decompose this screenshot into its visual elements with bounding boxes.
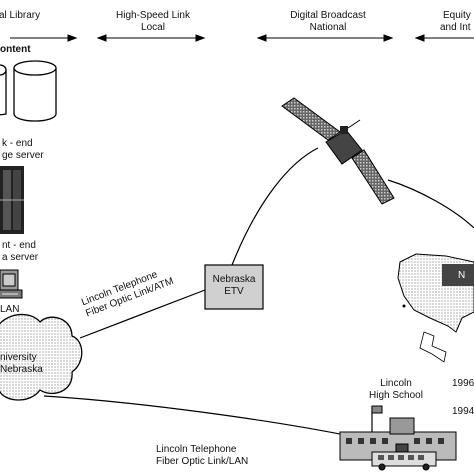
etv-label: Nebraska ETV <box>205 274 263 298</box>
header-national-label: Digital Broadcast National <box>268 10 388 34</box>
satellite-icon <box>281 97 395 205</box>
header-local-line2: Local <box>141 22 165 33</box>
header-equity-label: Equity and Int <box>440 10 471 34</box>
storage-disk-icon <box>13 60 57 122</box>
school-bus-icon <box>371 451 437 471</box>
header-local-label: High-Speed Link Local <box>100 10 206 34</box>
header-arrow-local <box>96 34 206 42</box>
link-satellite-map <box>387 179 474 229</box>
university-line1: niversity <box>0 352 37 363</box>
link-cloud-school <box>43 395 351 437</box>
university-line2: Nebraska <box>0 364 43 375</box>
school-label: Lincoln High School <box>356 378 436 402</box>
us-map-icon <box>397 253 474 363</box>
frontend-line1: nt - end <box>2 240 36 251</box>
header-library-label: al Library <box>0 10 41 21</box>
header-national-line2: National <box>309 22 347 33</box>
content-label: ontent <box>0 44 31 55</box>
university-cloud <box>0 313 83 401</box>
frontend-line2: a server <box>2 252 39 263</box>
lan-label: LAN <box>0 304 20 315</box>
backend-server-label: k - end ge server <box>2 138 44 162</box>
header-equity-line1: Equity <box>443 10 471 21</box>
etv-box <box>204 264 264 310</box>
etv-line2: ETV <box>224 286 244 297</box>
header-local-line1: High-Speed Link <box>116 10 190 21</box>
year-1996-label: 1996 <box>452 378 474 389</box>
map-state-label: N <box>458 270 466 281</box>
link-cloud-etv <box>79 289 206 339</box>
header-equity-line2: and Int <box>440 22 471 33</box>
computer-icon <box>0 269 23 299</box>
frontend-server-label: nt - end a server <box>2 240 38 264</box>
backend-line2: ge server <box>2 150 44 161</box>
year-1994-label: 1994 <box>452 406 474 417</box>
school-line1: Lincoln <box>380 378 412 389</box>
header-national-line1: Digital Broadcast <box>290 10 366 21</box>
header-arrow-equity <box>414 34 474 42</box>
header-arrow-national <box>256 34 394 42</box>
link-etv-satellite <box>231 147 319 266</box>
lan-link-label: Lincoln Telephone Fiber Optic Link/LAN <box>156 444 248 468</box>
lan-link-line2: Fiber Optic Link/LAN <box>156 456 249 467</box>
server-rack-icon <box>0 166 24 234</box>
university-label: niversity Nebraska <box>0 352 43 376</box>
lan-link-line1: Lincoln Telephone <box>156 444 237 455</box>
school-line2: High School <box>369 390 423 401</box>
backend-line1: k - end <box>2 138 33 149</box>
storage-disk-icon <box>0 64 7 116</box>
etv-line1: Nebraska <box>212 274 256 285</box>
header-arrow-left <box>10 34 78 42</box>
